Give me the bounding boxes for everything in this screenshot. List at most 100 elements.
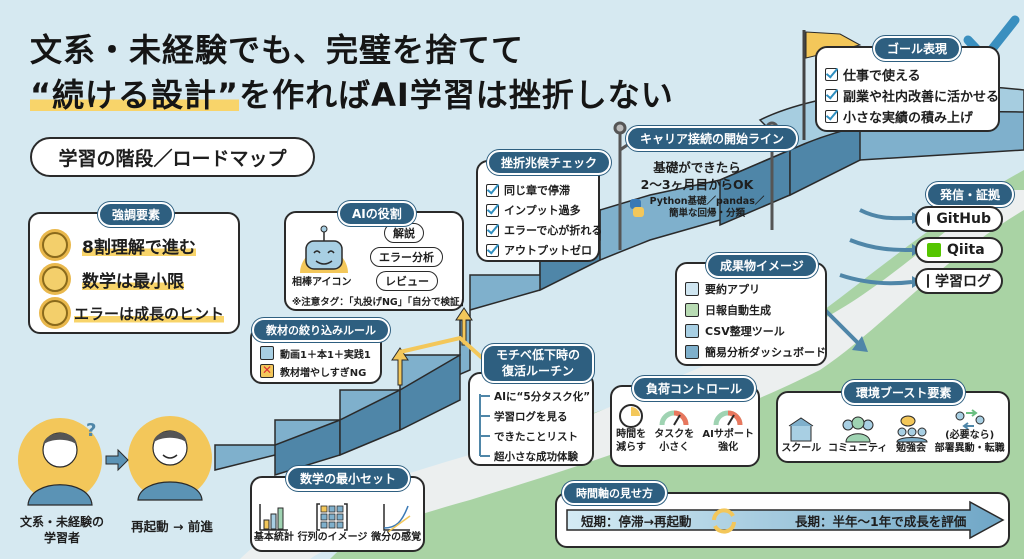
study-log-link[interactable]: 学習ログ (915, 268, 1003, 294)
career-gate-text: 基礎ができたら 2〜3ヶ月目からOK (630, 160, 764, 194)
headline-rest: を作ればAI学習は挫折しない (239, 76, 674, 114)
learner-label-line-1: 文系・未経験の (19, 515, 104, 529)
math-item-label: 微分の感覚 (371, 531, 422, 543)
frustration-item: 同じ章で停滞 (486, 180, 592, 200)
output-item: CSV整理ツール (685, 320, 819, 341)
emphasis-card: 8割理解で進む 数学は最小限 エラーは成長のヒント (28, 212, 240, 334)
ai-bubble-explain: 解説 (384, 223, 424, 243)
recovery-tag: モチベ低下時の 復活ルーチン (482, 344, 595, 384)
output-item: 簡易分析ダッシュボード (685, 341, 826, 362)
medal-icon (42, 300, 68, 326)
curve-icon (383, 503, 411, 532)
ai-bubble-review: レビュー (376, 271, 438, 291)
gauge-icon (659, 410, 689, 426)
arrow-right-icon (105, 448, 129, 472)
checkbox-checked-icon (486, 203, 499, 217)
env-item-label: 勉強会 (896, 442, 926, 454)
robot-icon (300, 225, 348, 273)
env-item-label: コミュニティ (827, 442, 888, 454)
recovery-item: 学習ログを見る (494, 410, 568, 423)
checkbox-checked-icon (486, 223, 499, 237)
cycle-arrows-icon (712, 508, 736, 534)
materials-tag: 教材の絞り込みルール (252, 318, 390, 342)
goal-item: 仕事で使える (825, 64, 992, 85)
roadmap-label-text: 学習の階段／ロードマップ (58, 147, 287, 170)
materials-item: 動画1＋本1＋実践1 (260, 344, 374, 362)
load-item-label: 減らす (616, 441, 646, 453)
env-item-label: 部署異動・転職 (934, 442, 1005, 454)
ai-icon-label: 相棒アイコン (292, 277, 352, 288)
ai-bubble-error-analysis: エラー分析 (370, 247, 443, 267)
load-item-label: AIサポート (702, 429, 754, 440)
grey-path (240, 190, 1024, 559)
publish-tag: 発信・証拠 (926, 182, 1015, 207)
community-icon (842, 416, 874, 442)
recovery-item: できたことリスト (494, 430, 578, 443)
frustration-item: アウトプットゼロ (486, 240, 592, 260)
checkbox-checked-icon (486, 183, 499, 197)
outputs-tag: 成果物イメージ (706, 253, 818, 278)
svg-text:?: ? (86, 420, 96, 441)
checkbox-checked-icon (825, 110, 838, 123)
checkbox-checked-icon (825, 89, 838, 102)
env-item: スクール (781, 415, 821, 456)
recovery-card: AIに“5分タスク化” 学習ログを見る できたことリスト 超小さな成功体験 (468, 372, 594, 466)
github-icon (927, 212, 931, 226)
transfer-icon (955, 409, 985, 430)
math-item: 行列のイメージ (297, 502, 368, 545)
ai-caution-note: ※注意タグ：「丸投げNG」「自分で検証」 (292, 297, 469, 308)
learner-label-line-2: 学習者 (43, 530, 80, 545)
school-icon (789, 416, 814, 441)
goal-item: 副業や社内改善に活かせる (825, 85, 999, 106)
timeline-short-term: 短期：停滞→再起動 (581, 514, 692, 529)
math-item: 微分の感覚 (371, 502, 421, 545)
math-item: 基本統計 (254, 502, 294, 545)
env-item: コミュニティ (828, 415, 887, 456)
study-group-icon (896, 415, 928, 442)
recovery-item: AIに“5分タスク化” (494, 390, 591, 403)
career-skills-line-1: Python基礎／pandas／ (649, 196, 765, 207)
career-skills-line-2: 簡単な回帰・分類 (668, 208, 745, 220)
video-play-icon (260, 346, 274, 360)
stopwatch-icon (619, 404, 644, 428)
load-item: 時間を 減らす (616, 401, 646, 465)
career-gate-line-1: 基礎ができたら (653, 160, 741, 175)
math-item-label: 行列のイメージ (297, 531, 368, 543)
app-window-icon (685, 281, 699, 296)
load-item-label: タスクを (654, 429, 695, 440)
qiita-link[interactable]: Qiita (915, 237, 1003, 263)
learner-figure: ? (27, 420, 96, 506)
load-item: タスクを 小さく (654, 401, 694, 465)
ai-role-card: 相棒アイコン 解説 エラー分析 レビュー ※注意タグ：「丸投げNG」「自分で検証… (284, 211, 469, 311)
load-control-tag: 負荷コントロール (632, 376, 757, 401)
recovery-tag-line-1: モチベ低下時の (496, 348, 581, 362)
github-link[interactable]: GitHub (915, 206, 1003, 232)
frustration-check-card: 同じ章で停滞 インプット過多 エラーで心が折れる アウトプットゼロ (476, 160, 602, 262)
frustration-item: エラーで心が折れる (486, 220, 602, 240)
load-item-label: 小さく (659, 441, 690, 453)
ai-role-tag: AIの役割 (338, 201, 416, 226)
career-gate-tag: キャリア接続の開始ライン (626, 126, 799, 151)
environment-tag: 環境ブースト要素 (842, 380, 966, 405)
gauge-icon (713, 410, 743, 426)
emphasis-item: 数学は最小限 (42, 262, 228, 296)
output-item: 日報自動生成 (685, 299, 819, 320)
matrix-icon (316, 502, 349, 531)
emphasis-tag: 強調要素 (98, 202, 175, 227)
crossed-books-icon: ✕ (260, 363, 274, 378)
restart-label: 再起動 → 前進 (131, 519, 213, 534)
medal-icon (42, 232, 68, 258)
math-item-label: 基本統計 (253, 531, 294, 543)
recovery-tag-line-2: 復活ルーチン (502, 363, 575, 378)
learner-label: 文系・未経験の 学習者 (14, 515, 110, 546)
roadmap-label: 学習の階段／ロードマップ (30, 137, 315, 177)
env-item: 勉強会 (894, 415, 928, 456)
headline-line-2: “続ける設計”を作ればAI学習は挫折しない (30, 70, 674, 116)
bar-chart-icon (259, 503, 288, 531)
load-item-label: 強化 (718, 441, 739, 453)
checkbox-checked-icon (825, 68, 838, 81)
restart-figure (137, 430, 203, 501)
career-gate-skills: Python基礎／pandas／ 簡単な回帰・分類 (628, 196, 768, 221)
load-item-label: 時間を (616, 429, 647, 440)
output-item: 要約アプリ (685, 278, 819, 299)
